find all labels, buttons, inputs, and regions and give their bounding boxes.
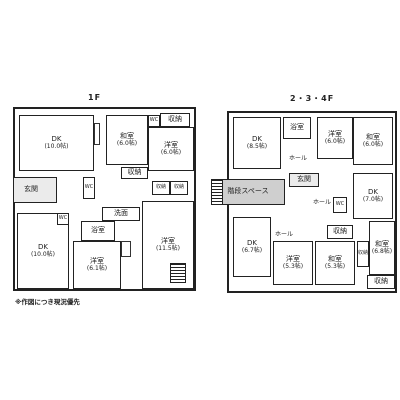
room-1f-youshitsu-a: 洋室 (6.0帖) bbox=[148, 127, 194, 171]
234f-hall-3: ホール bbox=[275, 231, 294, 238]
room-234f-shuno-3: 収納 bbox=[367, 275, 395, 289]
floor-title-234f: 2・3・4F bbox=[290, 94, 335, 103]
room-234f-wa-a: 和室 (6.0帖) bbox=[353, 117, 393, 165]
room-234f-shuno-1: 収納 bbox=[327, 225, 353, 239]
room-234f-dk-b: DK (7.0帖) bbox=[353, 173, 393, 219]
room-1f-senmen: 洗面 bbox=[102, 207, 140, 221]
room-234f-bath: 浴室 bbox=[283, 117, 311, 139]
room-1f-wa: 和室 (6.0帖) bbox=[106, 115, 148, 165]
room-234f-wa-c: 和室 (6.8帖) bbox=[369, 221, 395, 275]
234f-hall-2: ホール bbox=[313, 199, 332, 206]
234f-stairs bbox=[211, 179, 223, 205]
room-234f-youshitsu-a: 洋室 (6.0帖) bbox=[317, 117, 353, 159]
note-text: ※作図につき現況優先 bbox=[15, 298, 80, 306]
room-1f-shuno-2: 収納 bbox=[121, 167, 148, 179]
floorplan-234f: DK (8.5帖) 浴室 ホール 洋室 (6.0帖) 和室 (6.0帖) 玄関 … bbox=[211, 111, 397, 293]
1f-stairs bbox=[170, 263, 186, 283]
room-234f-genkan: 玄関 bbox=[289, 173, 319, 187]
room-234f-youshitsu-b: 洋室 (5.3帖) bbox=[273, 241, 313, 285]
room-1f-youshitsu-c: 洋室 (11.5帖) bbox=[142, 201, 194, 289]
234f-hall-1: ホール bbox=[289, 155, 308, 162]
room-1f-shuno-3: 収納 bbox=[152, 181, 170, 195]
room-1f-dk-top: DK (10.0帖) bbox=[19, 115, 94, 171]
room-1f-youshitsu-b: 洋室 (6.1帖) bbox=[73, 241, 121, 289]
room-234f-dk-c: DK (6.7帖) bbox=[233, 217, 271, 277]
room-1f-dk-bot: DK (10.0帖) bbox=[17, 213, 69, 289]
room-234f-dk-a: DK (8.5帖) bbox=[233, 117, 281, 169]
room-1f-bath: 浴室 bbox=[81, 221, 115, 241]
room-1f-wc-2: WC bbox=[83, 177, 95, 199]
room-234f-kaidan: 階段スペース bbox=[211, 179, 285, 205]
floorplan-1f: DK (10.0帖) 和室 (6.0帖) WC 収納 洋室 (6.0帖) 収納 … bbox=[13, 107, 196, 291]
room-1f-wc-3: WC bbox=[57, 213, 69, 225]
1f-bottom-fixture bbox=[121, 241, 131, 257]
room-234f-wa-b: 和室 (5.3帖) bbox=[315, 241, 355, 285]
room-1f-genkan: 玄関 bbox=[13, 177, 57, 203]
floor-title-1f: 1F bbox=[88, 93, 102, 102]
room-1f-wc-1: WC bbox=[148, 115, 160, 127]
1f-top-fixture bbox=[94, 123, 100, 145]
room-234f-shuno-2: 収納 bbox=[357, 241, 369, 267]
room-234f-wc: WC bbox=[333, 197, 347, 213]
room-1f-shuno-1: 収納 bbox=[160, 113, 190, 127]
room-1f-shuno-4: 収納 bbox=[170, 181, 188, 195]
